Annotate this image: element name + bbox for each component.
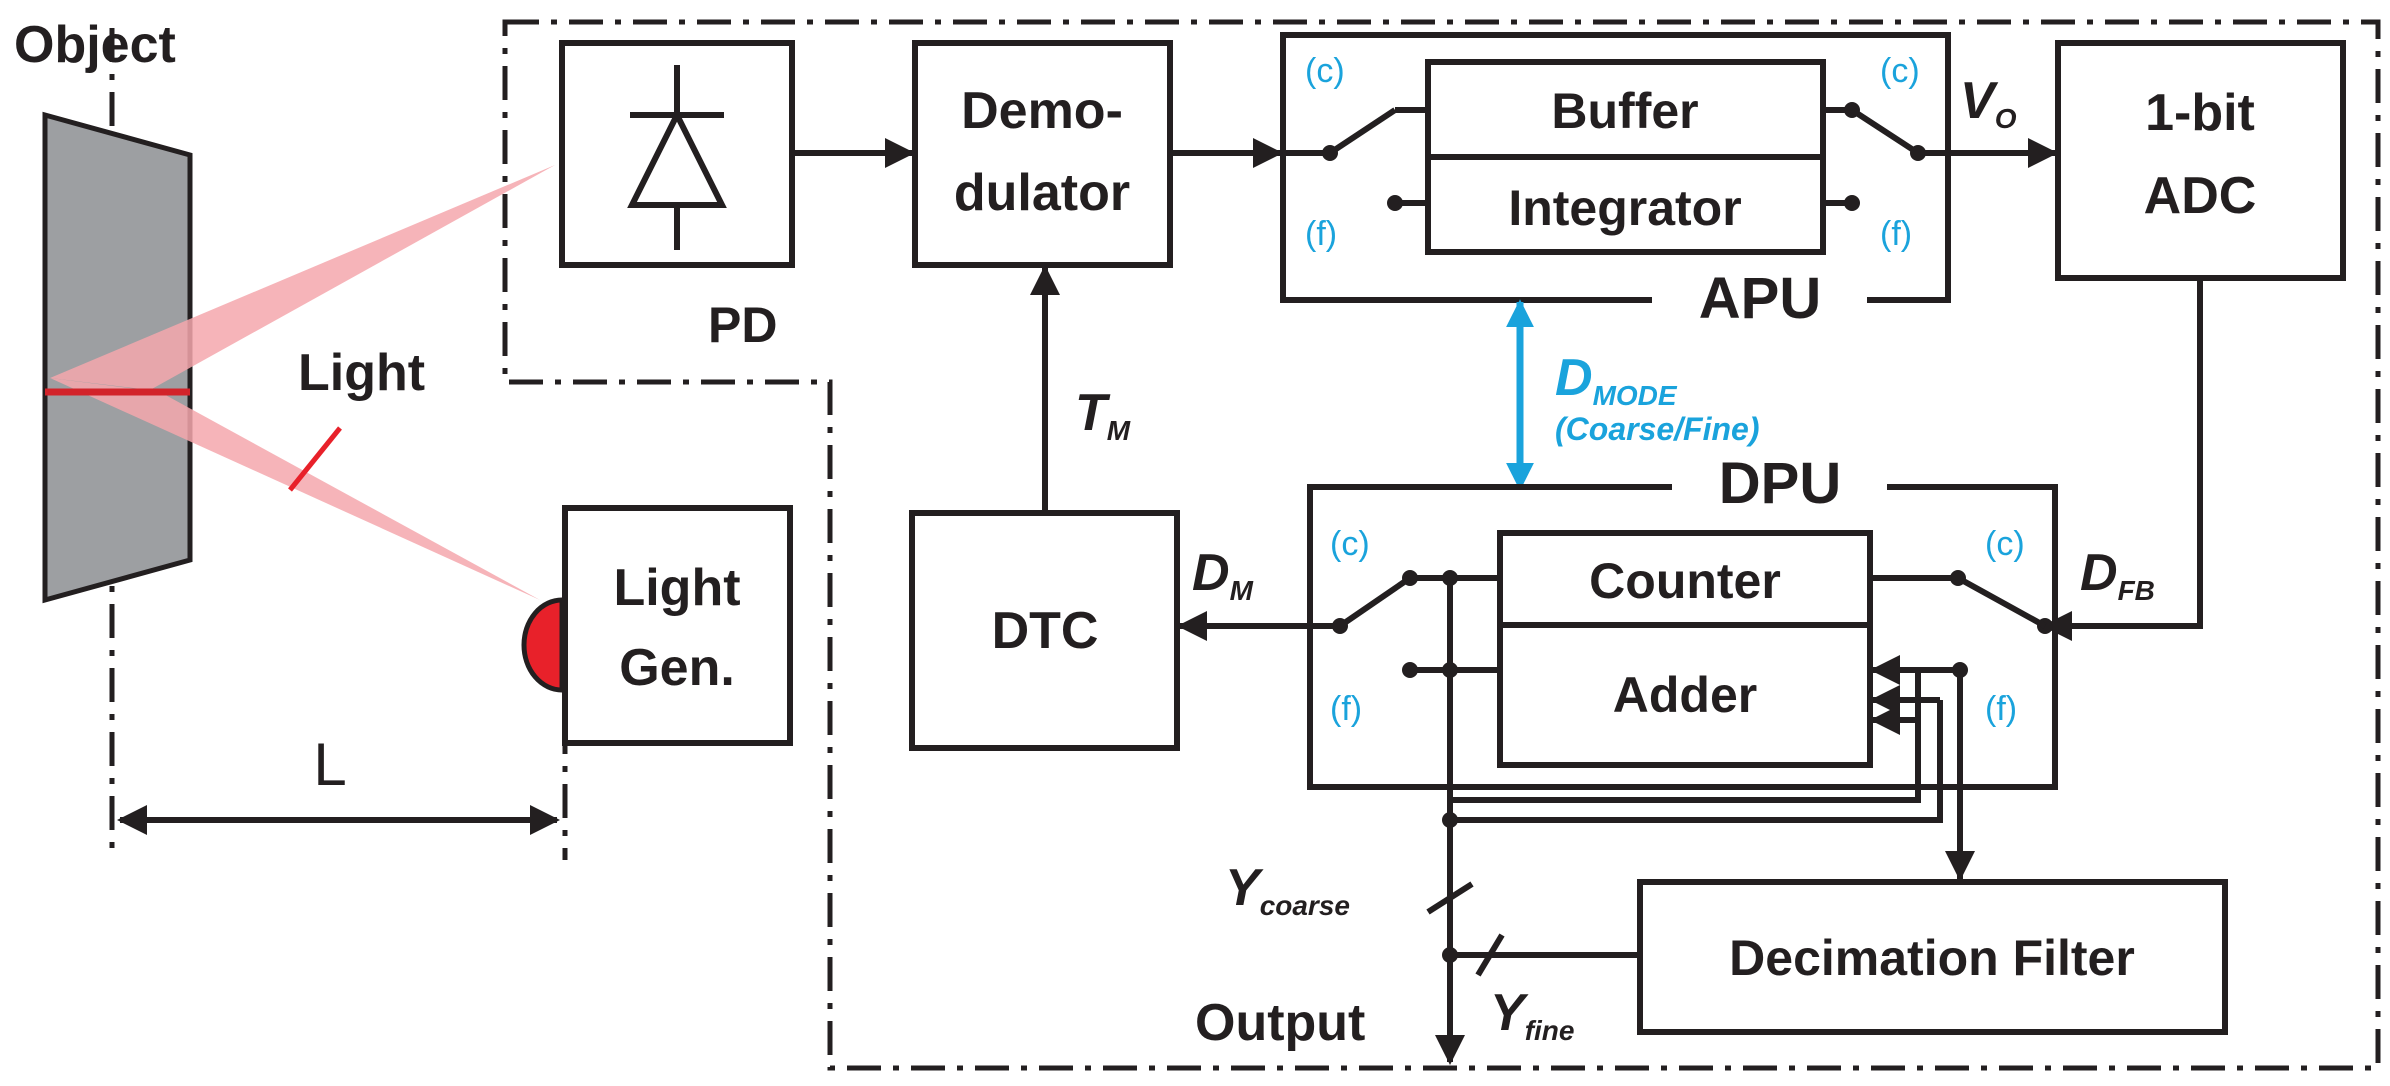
demodulator-label-line2: dulator [954,164,1130,222]
light-label-pointer [288,426,342,492]
light-label: Light [298,344,425,402]
adc-label-line2: ADC [2144,167,2257,225]
decimation-filter-label: Decimation Filter [1729,930,2135,986]
light-generator-block [562,505,793,746]
buffer-label: Buffer [1551,83,1698,139]
apu-switch-f-left: (f) [1305,215,1337,253]
apu-output-switch-blade [1850,107,1920,156]
demodulator-block [912,40,1173,268]
adder-block [1497,622,1873,768]
light-generator-label-line2: Gen. [619,639,735,697]
demodulator-label-line1: Demo- [961,82,1123,140]
output-bus-junction-top [1442,812,1458,828]
apu-switch-f-right: (f) [1880,215,1912,253]
apu-label: APU [1699,266,1821,331]
dpu-switch-c-right: (c) [1985,525,2025,563]
photodiode-icon [627,65,727,250]
dfb-label: DFB [2080,544,2155,606]
ycoarse-slash [1426,881,1474,915]
dpu-switch-c-left: (c) [1330,525,1370,563]
sensor-enclosure-outline [502,19,2381,1071]
yfine-label: Yfine [1490,984,1574,1046]
dm-label: DM [1192,544,1254,606]
object-label: Object [14,16,176,74]
light-emitter-icon [521,597,565,693]
apu-switch-c-left: (c) [1305,52,1345,90]
output-bus-junction-fine [1442,947,1458,963]
apu-label-bg [1652,275,1867,325]
dtc-label: DTC [992,602,1099,660]
dpu-left-switch-blade [1338,575,1412,629]
dpu-label-bg [1672,462,1887,512]
integrator-label: Integrator [1508,180,1741,236]
adder-tap-bus [1447,670,1943,823]
apu-integrator-out-contact [1844,195,1860,211]
distance-label: L [313,731,346,798]
light-beam-reflected [50,165,555,390]
dpu-switch-f-left: (f) [1330,690,1362,728]
adc-label-line1: 1-bit [2145,84,2255,142]
vo-label: VO [1960,72,2017,134]
dpu-switch-f-right: (f) [1985,690,2017,728]
dfb-wire [2062,278,2203,629]
dpu-right-switch-blade [1956,575,2047,629]
output-label: Output [1195,994,1365,1052]
adc-block [2055,40,2346,281]
decimation-filter-block [1637,879,2228,1035]
dmode-label: DMODE [1555,349,1678,411]
apu-switch-c-right: (c) [1880,52,1920,90]
dpu-label: DPU [1719,451,1841,516]
yfine-slash [1475,933,1505,977]
adder-label: Adder [1613,667,1757,723]
pd-label: PD [708,297,777,353]
coarse-fine-label: (Coarse/Fine) [1555,411,1759,447]
dtc-block [909,510,1180,751]
dpu-adder-out-contact [1402,662,1418,678]
light-generator-label-line1: Light [613,559,740,617]
apu-input-switch-blade [1328,107,1397,156]
ycoarse-label: Ycoarse [1225,859,1350,921]
light-beam-incident [50,378,540,600]
counter-label: Counter [1589,553,1781,609]
tm-label: TM [1075,384,1131,446]
